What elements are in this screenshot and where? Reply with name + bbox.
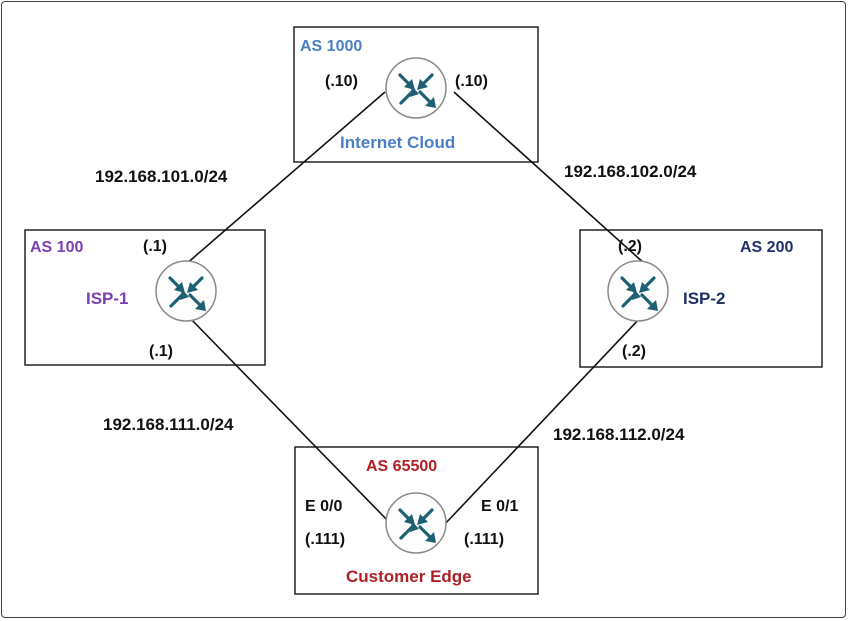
link-isp1-customer	[187, 315, 393, 526]
as65500-label: AS 65500	[366, 458, 437, 475]
router-icon[interactable]	[385, 57, 447, 119]
link-internet-isp2	[453, 91, 646, 265]
customer-ip-left: (.111)	[305, 531, 345, 548]
network-192-168-101: 192.168.101.0/24	[95, 167, 228, 186]
isp1-label: ISP-1	[86, 289, 129, 308]
link-internet-isp1	[184, 91, 386, 266]
isp2-ip-top: (.2)	[618, 238, 642, 255]
router-icon[interactable]	[155, 260, 217, 322]
internet-ip-right: (.10)	[455, 73, 488, 90]
internet-ip-left: (.10)	[325, 73, 358, 90]
isp2-ip-bottom: (.2)	[622, 343, 646, 360]
isp2-label: ISP-2	[683, 289, 726, 308]
router-icon[interactable]	[607, 260, 669, 322]
isp1-ip-top: (.1)	[143, 238, 167, 255]
customer-if-right: E 0/1	[481, 498, 518, 515]
as200-box	[579, 229, 823, 368]
as200-label: AS 200	[740, 239, 793, 256]
customer-if-left: E 0/0	[305, 498, 342, 515]
internet-cloud-label: Internet Cloud	[340, 133, 455, 152]
as100-box	[24, 229, 266, 366]
as65500-box	[294, 446, 539, 595]
network-192-168-112: 192.168.112.0/24	[553, 425, 685, 444]
network-192-168-102: 192.168.102.0/24	[564, 162, 697, 181]
link-isp2-customer	[443, 315, 643, 526]
as100-label: AS 100	[30, 239, 83, 256]
network-192-168-111: 192.168.111.0/24	[103, 415, 234, 434]
as1000-box	[293, 26, 539, 163]
isp1-ip-bottom: (.1)	[149, 343, 173, 360]
as1000-label: AS 1000	[300, 38, 362, 55]
customer-ip-right: (.111)	[464, 531, 504, 548]
router-icon[interactable]	[385, 492, 447, 554]
customer-edge-label: Customer Edge	[346, 567, 472, 586]
